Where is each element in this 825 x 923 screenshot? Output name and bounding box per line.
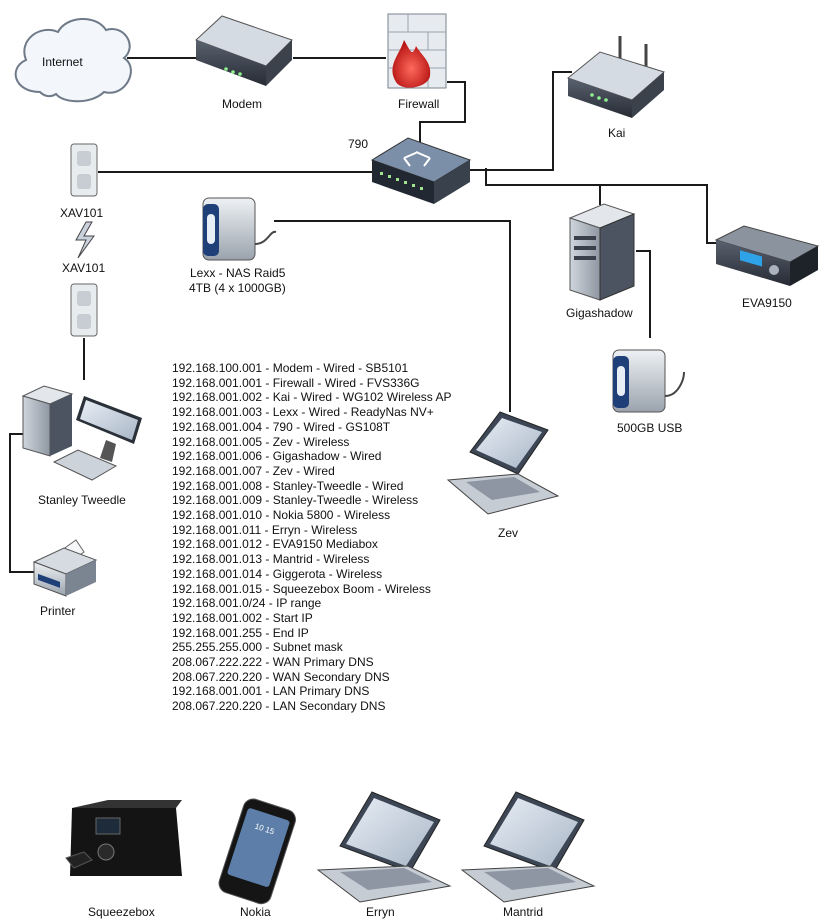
laptop-erryn-icon — [316, 791, 452, 903]
nas-drive-icon — [202, 197, 277, 261]
switch-label: 790 — [348, 137, 369, 151]
link-switch-right — [485, 168, 720, 244]
ip-list-item: 192.168.001.008 - Stanley-Tweedle - Wire… — [172, 478, 404, 493]
ip-address-list: 192.168.100.001 - Modem - Wired - SB5101… — [172, 361, 451, 714]
xav101-outlet-top-icon — [70, 143, 98, 197]
wireless-bolt-icon — [75, 221, 95, 259]
lexx-label: Lexx - NAS Raid5 — [190, 266, 286, 280]
switch-790-icon — [370, 137, 472, 204]
nokia-phone-icon: 10 15 — [218, 798, 296, 905]
ip-list-item: 208.067.222.222 - WAN Primary DNS — [172, 655, 374, 670]
ip-list-item: 192.168.001.010 - Nokia 5800 - Wireless — [172, 508, 391, 523]
gigashadow-label: Gigashadow — [566, 306, 633, 320]
modem-label: Modem — [222, 97, 263, 111]
usb-label: 500GB USB — [617, 421, 683, 435]
desktop-computer-icon — [21, 385, 142, 481]
ip-list-item: 192.168.001.006 - Gigashadow - Wired — [172, 449, 382, 464]
ip-list-item: 192.168.001.005 - Zev - Wireless — [172, 434, 350, 449]
usb-drive-icon — [612, 349, 685, 413]
ip-list-item: 208.067.220.220 - LAN Secondary DNS — [172, 699, 386, 714]
squeezebox-label: Squeezebox — [88, 905, 155, 919]
ip-list-item: 208.067.220.220 - WAN Secondary DNS — [172, 669, 390, 684]
ip-list-item: 192.168.001.012 - EVA9150 Mediabox — [172, 537, 378, 552]
xav-bottom-label: XAV101 — [62, 261, 106, 275]
firewall-icon — [387, 13, 447, 89]
mantrid-label: Mantrid — [503, 905, 544, 919]
ip-list-item: 192.168.001.0/24 - IP range — [172, 596, 322, 611]
ip-list-item: 192.168.001.002 - Start IP — [172, 610, 313, 625]
erryn-label: Erryn — [366, 905, 395, 919]
xav101-outlet-bottom-icon — [70, 283, 98, 337]
ip-list-item: 192.168.001.002 - Kai - Wired - WG102 Wi… — [172, 390, 452, 405]
ip-list-item: 192.168.001.255 - End IP — [172, 625, 309, 640]
laptop-zev-icon — [446, 411, 560, 515]
kai-access-point-icon — [566, 36, 666, 118]
printer-label: Printer — [40, 604, 76, 618]
ip-list-item: 192.168.001.009 - Stanley-Tweedle - Wire… — [172, 493, 419, 508]
firewall-label: Firewall — [398, 97, 440, 111]
ip-list-item: 192.168.001.015 - Squeezebox Boom - Wire… — [172, 581, 431, 596]
printer-icon — [32, 539, 98, 597]
link-gigashadow-usb — [636, 250, 651, 338]
link-firewall-switch — [419, 81, 466, 150]
kai-label: Kai — [608, 126, 626, 140]
ip-list-item: 192.168.100.001 - Modem - Wired - SB5101 — [172, 361, 409, 375]
modem-icon — [195, 15, 293, 86]
ip-list-item: 192.168.001.001 - Firewall - Wired - FVS… — [172, 375, 420, 390]
ip-list-item: 192.168.001.013 - Mantrid - Wireless — [172, 552, 370, 567]
link-switch-kai — [465, 71, 572, 171]
internet-label: Internet — [42, 55, 83, 69]
connections — [9, 57, 720, 573]
eva-label: EVA9150 — [742, 296, 792, 310]
zev-label: Zev — [498, 526, 519, 540]
ip-list-item: 192.168.001.004 - 790 - Wired - GS108T — [172, 419, 391, 434]
ip-list-item: 192.168.001.001 - LAN Primary DNS — [172, 684, 370, 699]
nokia-label: Nokia — [240, 905, 271, 919]
media-player-icon — [714, 225, 820, 286]
link-stanley-printer — [9, 433, 38, 573]
ip-list-item: 192.168.001.014 - Giggerota - Wireless — [172, 566, 383, 581]
ip-list-item: 192.168.001.011 - Erryn - Wireless — [172, 522, 358, 537]
ip-list-item: 255.255.255.000 - Subnet mask — [172, 640, 343, 655]
ip-list-item: 192.168.001.003 - Lexx - Wired - ReadyNa… — [172, 405, 434, 420]
stanley-label: Stanley Tweedle — [38, 493, 126, 507]
lexx-capacity-label: 4TB (4 x 1000GB) — [189, 281, 286, 295]
internet-cloud-icon — [14, 17, 132, 103]
server-tower-icon — [568, 203, 636, 301]
link-switch-lexx — [274, 220, 511, 412]
squeezebox-radio-icon — [65, 800, 182, 876]
laptop-mantrid-icon — [460, 791, 596, 903]
xav-top-label: XAV101 — [60, 206, 104, 220]
ip-list-item: 192.168.001.007 - Zev - Wired — [172, 463, 335, 478]
